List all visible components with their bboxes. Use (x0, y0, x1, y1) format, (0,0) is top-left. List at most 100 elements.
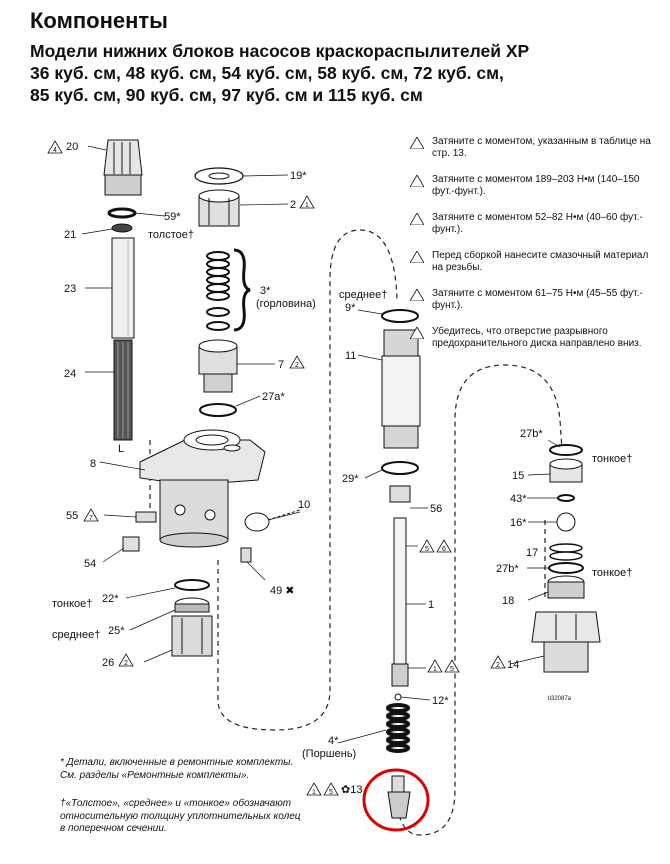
leader-lines (81, 145, 561, 744)
part-15-guide (549, 458, 583, 483)
callout-21: 21 (64, 229, 76, 241)
part-11-cylinder (381, 329, 421, 449)
svg-text:5: 5 (425, 546, 429, 553)
callout-27b-bottom: 27b* (496, 563, 519, 575)
part-9-oring (381, 309, 419, 323)
callout-19: 19* (290, 170, 307, 182)
callout-43: 43* (510, 493, 527, 505)
part-27a-oring (199, 403, 237, 417)
note-7: Убедитесь, что отверстие разрывного пред… (410, 326, 660, 350)
footnote-asterisk: * Детали, включенные в ремонтные комплек… (60, 757, 294, 781)
part-3-brace (233, 248, 251, 332)
part-12-ball (394, 693, 402, 701)
part-27b-bottom-oring (548, 562, 584, 574)
footnotes: * Детали, включенные в ремонтные комплек… (60, 757, 305, 852)
callout-13: ✿13 (341, 784, 362, 796)
callout-15: 15 (512, 470, 524, 482)
warning-triangle-icon (410, 137, 424, 149)
callout-2: 2 (290, 199, 296, 211)
header: Компоненты Модели нижних блоков насосов … (30, 8, 529, 106)
warning-triangle-icon (410, 327, 424, 339)
part-22-oring (174, 579, 210, 591)
callout-23: 23 (64, 283, 76, 295)
part-25-seal (174, 597, 210, 613)
part-2-nut (198, 189, 240, 227)
part-10-rupture-disk (244, 509, 301, 532)
note-2-text: Затяните с моментом 189–203 Н•м (140–150… (432, 174, 640, 197)
callout-labels: 20 59* толстое† 21 23 24 L 19* 2 3* (гор… (52, 141, 632, 796)
svg-text:2: 2 (496, 662, 500, 669)
svg-text:4: 4 (53, 147, 57, 154)
note-5: Перед сборкой нанесите смазочный материа… (410, 250, 660, 274)
callout-16: 16* (510, 517, 527, 529)
warning-triangle-icon (410, 175, 424, 187)
highlight-circle (362, 768, 430, 832)
page-subtitle-line2: 36 куб. см, 48 куб. см, 54 куб. см, 58 к… (30, 63, 504, 83)
part-18-seat-housing (547, 575, 585, 599)
callout-11: 11 (345, 350, 356, 362)
part-49-screw (240, 547, 252, 563)
part-56-retainer (389, 485, 411, 503)
callout-22: 22* (102, 593, 119, 605)
callout-20: 20 (66, 141, 78, 153)
note-7-text: Убедитесь, что отверстие разрывного пред… (432, 326, 642, 349)
note-1: Затяните с моментом, указанным в таблице… (410, 136, 660, 160)
part-4-piston-packings (386, 703, 410, 753)
svg-text:5: 5 (450, 666, 454, 673)
warning-triangle-icon (410, 289, 424, 301)
part-17-seat (549, 543, 583, 561)
callout-55: 55 (66, 510, 78, 522)
callout-27a: 27a* (262, 391, 285, 403)
callout-l: L (118, 443, 124, 455)
dashed-assembly-lines (149, 229, 563, 836)
part-55-fitting (135, 511, 157, 523)
callout-4: 4* (328, 735, 339, 747)
svg-text:1: 1 (433, 666, 437, 673)
part-24-rod (113, 339, 133, 441)
callout-8: 8 (90, 458, 96, 470)
callout-10: 10 (298, 499, 310, 511)
note-2: Затяните с моментом 189–203 Н•м (140–150… (410, 174, 660, 198)
part-20-cap (103, 139, 143, 196)
callout-12: 12* (432, 695, 449, 707)
callout-22-note: тонкое† (52, 598, 92, 610)
callout-25-note: среднее† (52, 629, 100, 641)
part-19-hole (208, 172, 230, 180)
part-3-throat-packings (206, 251, 230, 331)
callout-9: 9* (345, 302, 356, 314)
page-title: Компоненты (30, 8, 168, 33)
part-16-ball (556, 512, 576, 532)
note-4: Затяните с моментом 52–82 Н•м (40–60 фут… (410, 212, 660, 236)
note-1-text: Затяните с моментом, указанным в таблице… (432, 136, 651, 159)
part-14-intake-housing (531, 611, 601, 673)
figure-code: ti32087a (548, 696, 572, 702)
part-13-piston-valve (387, 775, 411, 819)
callout-9-note: среднее† (339, 289, 387, 301)
callout-59: 59* (164, 211, 181, 223)
callout-17: 17 (526, 547, 538, 559)
callout-25: 25* (108, 625, 125, 637)
callout-27b-top-note: тонкое† (592, 453, 632, 465)
warning-triangle-icon (410, 251, 424, 263)
svg-text:2: 2 (124, 660, 128, 667)
callout-54: 54 (84, 558, 96, 570)
svg-text:5: 5 (329, 789, 333, 796)
part-27b-top-oring (549, 444, 583, 456)
callout-26: 26 (102, 657, 114, 669)
part-1-displacement-rod (391, 517, 409, 687)
part-26-cylinder-nut (171, 615, 213, 657)
part-21-seal (111, 223, 133, 233)
part-7-adapter (198, 339, 238, 393)
callout-24: 24 (64, 368, 76, 380)
part-29-oring (381, 461, 419, 475)
callout-7: 7 (278, 359, 284, 371)
callout-29: 29* (342, 473, 359, 485)
page-subtitle-line3: 85 куб. см, 90 куб. см, 97 куб. см и 115… (30, 85, 423, 105)
callout-3-note: (горловина) (256, 298, 316, 310)
note-5-text: Перед сборкой нанесите смазочный материа… (432, 250, 649, 273)
svg-text:2: 2 (295, 362, 299, 369)
part-8-housing (139, 429, 266, 548)
callout-1: 1 (428, 599, 434, 611)
part-43-oring (557, 494, 575, 502)
